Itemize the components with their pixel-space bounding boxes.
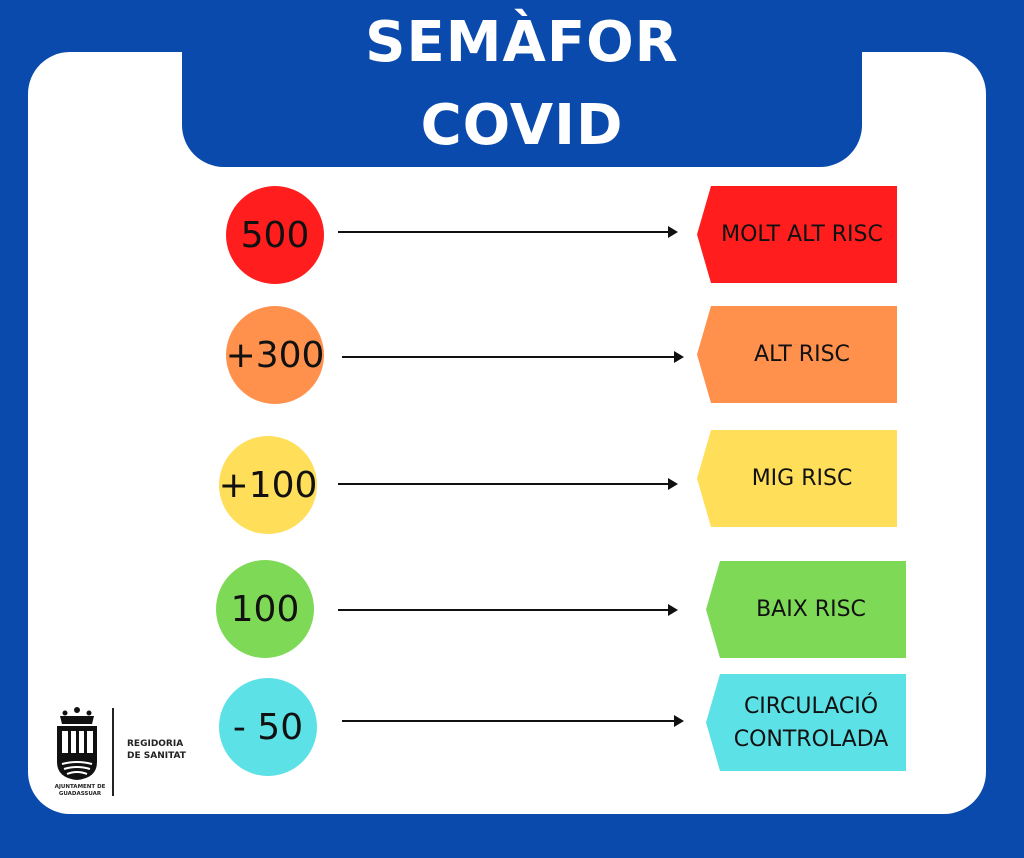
risk-tag-alt: ALT RISC (697, 306, 897, 403)
arrow-icon (338, 604, 678, 616)
risk-tag-mig: MIG RISC (697, 430, 897, 527)
town-name: AJUNTAMENT DE GUADASSUAR (54, 784, 106, 797)
arrow-icon (338, 478, 678, 490)
title-banner (182, 0, 862, 167)
risk-tag-circulacio: CIRCULACIÓ CONTROLADA (706, 674, 906, 771)
title-line-2: COVID (420, 93, 624, 158)
department-name: REGIDORIA DE SANITAT (127, 739, 186, 761)
arrow-icon (342, 351, 684, 363)
level-circle-300: +300 (226, 306, 324, 404)
town-shield-logo-icon (57, 707, 97, 780)
risk-tag-molt-alt: MOLT ALT RISC (697, 186, 897, 283)
risk-tag-baix: BAIX RISC (706, 561, 906, 658)
level-circle-plus100: +100 (219, 436, 317, 534)
title-line-1: SEMÀFOR (365, 10, 679, 75)
level-circle-100: 100 (216, 560, 314, 658)
logo-divider (112, 708, 114, 796)
arrow-icon (342, 715, 684, 727)
level-circle-minus50: - 50 (219, 678, 317, 776)
level-circle-500: 500 (226, 186, 324, 284)
arrow-icon (338, 226, 678, 238)
